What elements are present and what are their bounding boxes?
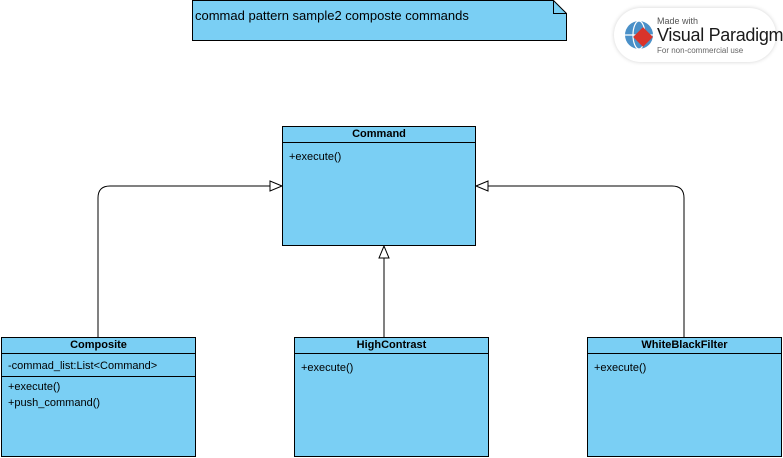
class-name: WhiteBlackFilter [588,338,781,354]
watermark-subtitle: For non-commercial use [657,46,744,55]
class-composite[interactable]: Composite -commad_list:List<Command> +ex… [1,337,196,457]
class-whiteblackfilter[interactable]: WhiteBlackFilter +execute() [587,337,782,457]
watermark-made-with: Made with [657,16,699,26]
generalization-arrowhead-highcontrast [378,244,390,259]
class-name: Composite [2,338,195,354]
attribute: -commad_list:List<Command> [8,360,158,372]
visual-paradigm-watermark: Made with Visual Paradigm For non-commer… [614,8,783,62]
operations-compartment: +execute() [588,354,781,378]
operation: +execute() [8,381,61,393]
operation: +push_command() [8,397,101,409]
generalization-arrowhead-whiteblackfilter [474,180,489,192]
operation: +execute() [594,362,647,374]
note-text: commad pattern sample2 composte commands [195,8,469,23]
generalization-arrowhead-composite [269,180,284,192]
class-command[interactable]: Command +execute() [282,126,476,246]
operations-compartment: +execute() +push_command() [2,377,195,413]
note-shape [192,0,567,41]
operation: +execute() [301,362,354,374]
visual-paradigm-logo-icon [625,20,653,50]
operations-compartment: +execute() [283,143,475,167]
class-highcontrast[interactable]: HighContrast +execute() [294,337,489,457]
diagram-note[interactable]: commad pattern sample2 composte commands [192,0,567,41]
generalization-composite [97,185,270,337]
attributes-compartment: -commad_list:List<Command> [2,354,195,377]
watermark-brand: Visual Paradigm [657,25,783,45]
operation: +execute() [289,151,342,163]
class-name: HighContrast [295,338,488,354]
generalization-whiteblackfilter [488,185,685,337]
operations-compartment: +execute() [295,354,488,378]
class-name: Command [283,127,475,143]
